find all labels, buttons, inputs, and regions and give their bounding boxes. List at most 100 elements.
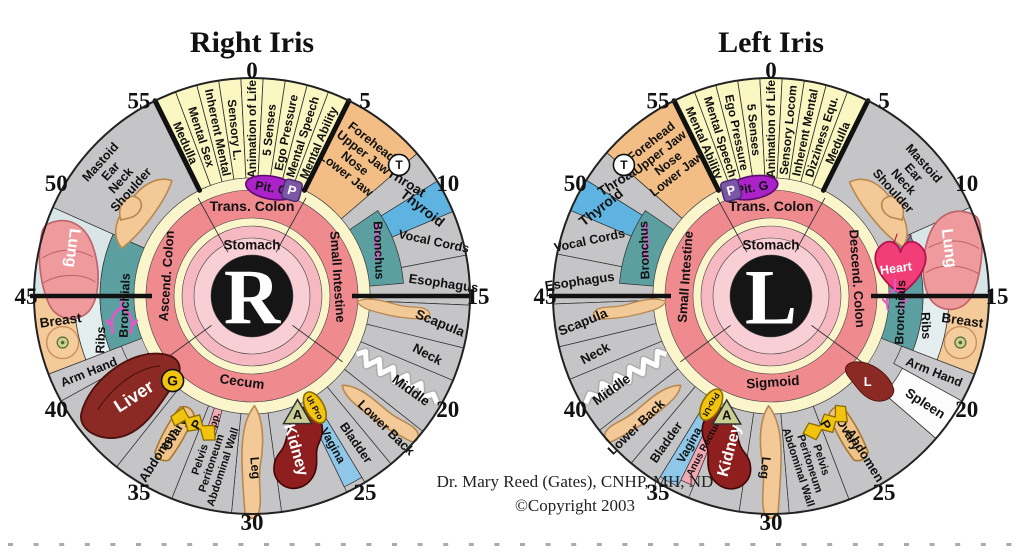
label-bronchials: Bronchials xyxy=(117,273,133,338)
label-heart: Heart xyxy=(879,259,913,277)
film-tick xyxy=(801,543,807,546)
clock-number-55: 55 xyxy=(647,88,670,113)
label-ribs: Ribs xyxy=(918,312,933,340)
film-tick xyxy=(366,543,372,546)
badge-label-adrenal: A xyxy=(722,408,732,423)
label-bronchials: Bronchials xyxy=(892,280,908,345)
clock-number-35: 35 xyxy=(647,480,670,505)
badge-prostate-uterus: Pro-Ut xyxy=(699,388,724,421)
clock-number-35: 35 xyxy=(128,480,151,505)
clock-number-30: 30 xyxy=(241,510,264,535)
film-tick xyxy=(8,543,13,546)
clock-number-0: 0 xyxy=(246,58,258,83)
film-tick xyxy=(571,543,577,546)
fan-border-line xyxy=(301,98,352,193)
film-tick xyxy=(596,543,602,546)
organ-neckblob xyxy=(356,298,431,320)
film-tick xyxy=(443,543,449,546)
film-tick xyxy=(673,543,679,546)
film-tick xyxy=(955,543,961,546)
clock-number-40: 40 xyxy=(45,397,68,422)
fan-label-5: 5 Senses xyxy=(260,103,279,157)
fan-border-line xyxy=(671,98,722,193)
clock-number-5: 5 xyxy=(359,88,371,113)
label-spleen-l: L xyxy=(864,374,872,389)
fan-label-4: Animation of Life xyxy=(245,80,259,178)
label-cecum: Cecum xyxy=(219,371,266,392)
badge-pancreas: P xyxy=(802,404,848,441)
fan-label-4: Animation of Life xyxy=(764,80,778,178)
clock-number-20: 20 xyxy=(955,397,978,422)
organ-headblob xyxy=(114,178,173,250)
label-bronchus: Bronchus xyxy=(371,221,387,280)
label-leg: Leg xyxy=(247,456,263,479)
badge-gallbladder: G xyxy=(160,368,185,393)
badge-label-gallbladder: G xyxy=(167,372,178,388)
label-breast: Breast xyxy=(39,310,83,331)
film-tick xyxy=(750,543,756,546)
organ-headblob xyxy=(848,178,908,248)
film-tick xyxy=(699,543,705,546)
film-tick xyxy=(136,543,141,546)
label-stomach: Stomach xyxy=(742,238,799,253)
organ-leg xyxy=(241,404,264,520)
clock-number-50: 50 xyxy=(45,171,68,196)
credit-author: Dr. Mary Reed (Gates), CNHP, MH, ND xyxy=(436,472,714,491)
clock-number-10: 10 xyxy=(955,171,978,196)
clock-number-20: 20 xyxy=(436,397,459,422)
clock-number-25: 25 xyxy=(873,480,896,505)
badge-pituitary-p: P xyxy=(719,178,743,203)
clock-number-25: 25 xyxy=(354,480,377,505)
organ-breastill xyxy=(943,325,978,360)
clock-number-45: 45 xyxy=(534,284,557,309)
label-lung: Lung xyxy=(938,228,960,269)
organ-ear xyxy=(118,195,143,222)
film-tick xyxy=(289,543,295,546)
clock-number-5: 5 xyxy=(878,88,890,113)
badge-uterus-prostate: Ut Pro xyxy=(302,391,328,424)
label-small-intestine: Small Intestine xyxy=(327,231,348,324)
fan-border-line xyxy=(152,98,203,193)
label-sigmoid: Sigmoid xyxy=(746,373,800,392)
clock-number-50: 50 xyxy=(564,171,587,196)
organ-bsquig xyxy=(374,223,380,261)
film-tick xyxy=(648,543,653,546)
organ-spine xyxy=(355,347,441,405)
film-tick xyxy=(264,543,269,546)
film-tick xyxy=(904,543,909,546)
badge-adrenal: A xyxy=(282,398,313,425)
left-iris-title: Left Iris xyxy=(718,26,824,59)
badge-label-thymus: T xyxy=(620,158,628,172)
label-leg: Leg xyxy=(757,456,773,479)
organ-spine xyxy=(582,347,668,405)
clock-number-15: 15 xyxy=(467,284,490,309)
film-tick xyxy=(878,543,884,546)
badge-label-pituitary: Pit. G xyxy=(735,178,770,197)
clock-number-40: 40 xyxy=(564,397,587,422)
organ-heart xyxy=(874,233,927,296)
badge-label-adrenal: A xyxy=(293,407,303,422)
clock-number-15: 15 xyxy=(986,284,1009,309)
label-ascend-colon: Ascend. Colon xyxy=(156,230,177,322)
film-tick xyxy=(545,543,551,546)
badge-pancreas: P xyxy=(170,406,216,441)
label-bronchus: Bronchus xyxy=(636,221,652,280)
film-tick xyxy=(724,543,730,546)
fan-border-line xyxy=(820,98,871,193)
right-iris-title: Right Iris xyxy=(189,26,315,59)
film-tick xyxy=(161,543,167,546)
film-tick xyxy=(59,543,65,546)
label-lung: Lung xyxy=(61,228,83,269)
film-tick xyxy=(110,543,116,546)
badge-label-pituitary-p: P xyxy=(725,182,738,199)
film-tick xyxy=(776,543,781,546)
pupil-letter-R: R xyxy=(224,253,282,340)
film-tick xyxy=(622,543,628,546)
badge-label-pituitary: Pit. G xyxy=(254,178,289,197)
film-tick xyxy=(1006,543,1012,546)
fan-label-3: Sensory L. xyxy=(225,99,245,161)
badge-pituitary-p: P xyxy=(280,178,304,203)
